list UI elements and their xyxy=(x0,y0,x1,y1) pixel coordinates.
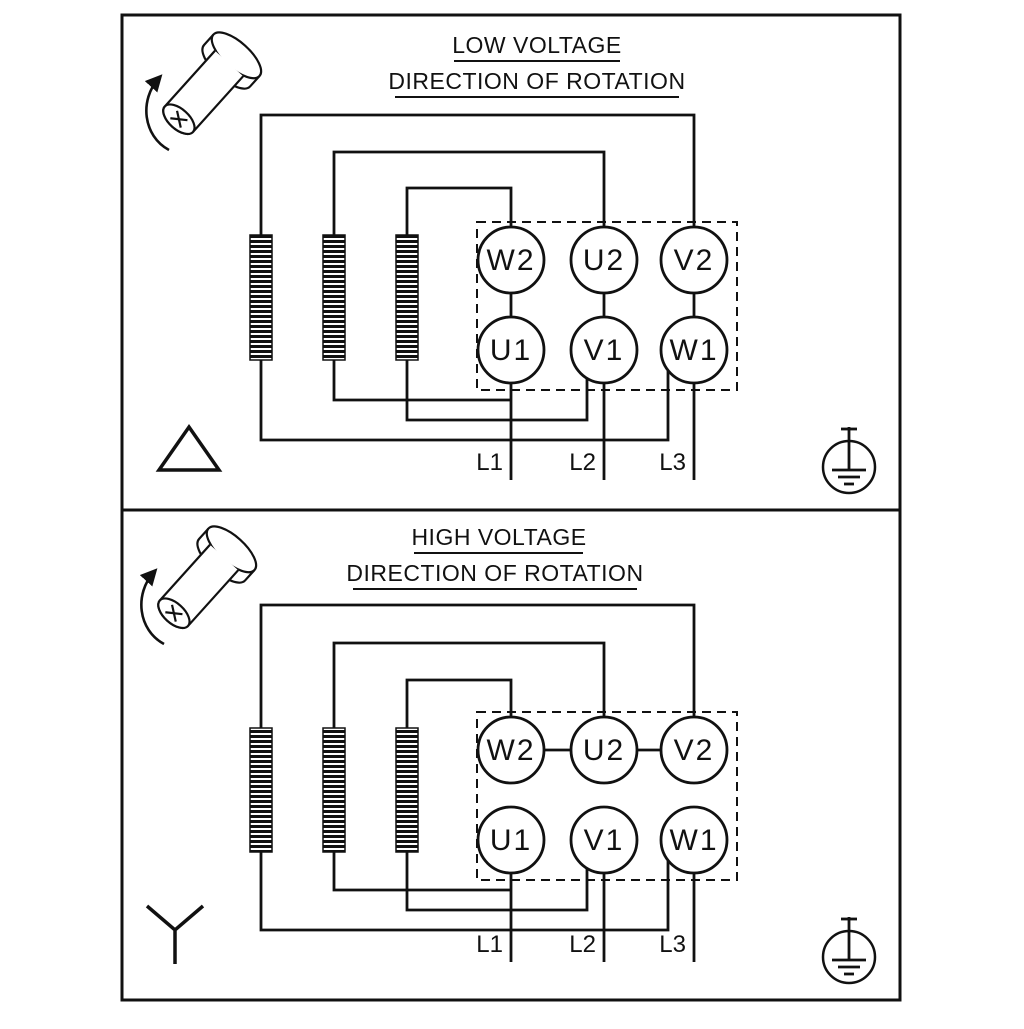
terminal-circle xyxy=(476,805,546,875)
motor-winding-coil xyxy=(249,727,273,853)
supply-label-l2: L2 xyxy=(569,931,596,958)
shaft-rotation-direction-icon xyxy=(141,519,263,644)
panel-high-voltage: HIGH VOLTAGE DIRECTION OF ROTATION W2 xyxy=(120,508,902,1002)
terminal-v1: V1 xyxy=(569,805,639,875)
shaft-rotation-direction-icon xyxy=(146,25,268,150)
wire xyxy=(332,852,511,892)
terminal-label: V2 xyxy=(674,734,715,767)
wire xyxy=(332,358,511,402)
terminal-u1: U1 xyxy=(476,315,546,385)
motor-winding-coil xyxy=(395,727,419,853)
terminal-label: U1 xyxy=(490,334,532,367)
terminal-w1: W1 xyxy=(659,805,729,875)
terminal-label: U1 xyxy=(490,824,532,857)
terminal-board-outline xyxy=(476,221,738,391)
terminal-label: W2 xyxy=(487,734,536,767)
terminal-u1: U1 xyxy=(476,805,546,875)
terminal-u2: U2 xyxy=(569,715,639,785)
terminal-v1: V1 xyxy=(569,315,639,385)
terminal-label: V1 xyxy=(584,334,625,367)
ground-symbol xyxy=(821,917,877,985)
wire xyxy=(259,852,670,932)
wire xyxy=(405,852,589,912)
wire xyxy=(405,678,513,750)
terminal-v2: V2 xyxy=(659,225,729,295)
supply-label-l3: L3 xyxy=(659,931,686,958)
terminal-label: W1 xyxy=(670,334,719,367)
wire xyxy=(405,186,513,260)
terminal-w2: W2 xyxy=(476,225,546,295)
high-rotation-subtitle: DIRECTION OF ROTATION xyxy=(346,560,643,586)
terminal-v2: V2 xyxy=(659,715,729,785)
supply-label-l2: L2 xyxy=(569,449,596,476)
ground-symbol xyxy=(821,427,877,495)
terminal-circle xyxy=(476,315,546,385)
terminal-circle xyxy=(476,715,546,785)
terminal-circle xyxy=(659,715,729,785)
terminal-circle xyxy=(659,225,729,295)
terminal-w2: W2 xyxy=(476,715,546,785)
wire xyxy=(405,358,589,422)
terminal-label: V1 xyxy=(584,824,625,857)
terminal-label: V2 xyxy=(674,244,715,277)
terminal-label: U2 xyxy=(583,244,625,277)
high-voltage-title: HIGH VOLTAGE xyxy=(411,524,586,550)
high-panel-border xyxy=(120,508,902,1002)
terminal-circle xyxy=(476,225,546,295)
wire xyxy=(259,113,696,260)
terminal-w1: W1 xyxy=(659,315,729,385)
supply-label-l3: L3 xyxy=(659,449,686,476)
terminal-circle xyxy=(569,715,639,785)
wire xyxy=(332,641,606,750)
low-voltage-title: LOW VOLTAGE xyxy=(452,32,622,58)
low-rotation-subtitle: DIRECTION OF ROTATION xyxy=(388,68,685,94)
terminal-label: W1 xyxy=(670,824,719,857)
terminal-label: U2 xyxy=(583,734,625,767)
terminal-u2: U2 xyxy=(569,225,639,295)
wire xyxy=(332,150,606,260)
terminal-board-outline xyxy=(476,711,738,881)
wire xyxy=(259,603,696,750)
delta-symbol xyxy=(155,423,223,472)
terminal-circle xyxy=(569,225,639,295)
panel-low-voltage: LOW VOLTAGE DIRECTION OF ROTATION xyxy=(120,13,902,512)
terminal-circle xyxy=(659,805,729,875)
star-symbol xyxy=(145,904,205,964)
motor-winding-coil xyxy=(322,234,346,361)
terminal-label: W2 xyxy=(487,244,536,277)
motor-winding-coil xyxy=(249,234,273,361)
motor-winding-coil xyxy=(395,234,419,361)
terminal-circle xyxy=(569,315,639,385)
terminal-circle xyxy=(569,805,639,875)
wire xyxy=(259,358,670,442)
supply-label-l1: L1 xyxy=(476,449,503,476)
terminal-circle xyxy=(659,315,729,385)
supply-label-l1: L1 xyxy=(476,931,503,958)
motor-winding-coil xyxy=(322,727,346,853)
